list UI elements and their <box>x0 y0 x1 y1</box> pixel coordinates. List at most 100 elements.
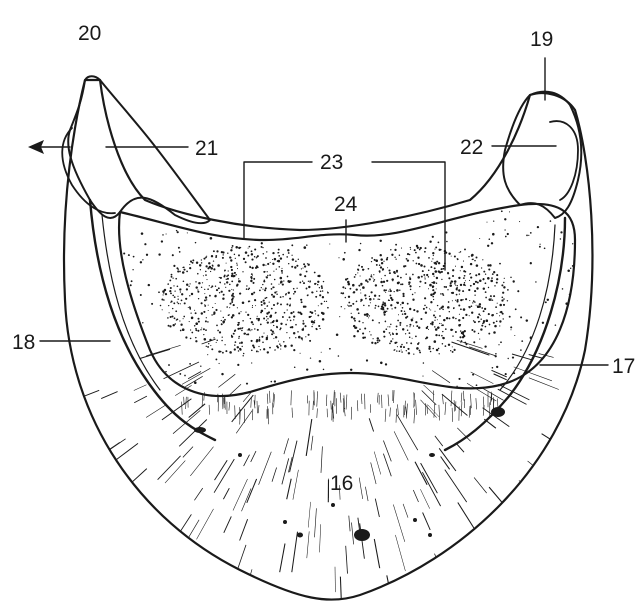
stipple-dot <box>378 322 380 324</box>
stipple-dot <box>379 270 381 272</box>
stipple-dot <box>439 315 441 317</box>
stipple-dot <box>422 270 424 272</box>
stipple-dot <box>215 358 217 360</box>
hatch-stroke <box>528 461 558 486</box>
hatch-stroke <box>189 404 205 418</box>
stipple-dot <box>313 220 315 222</box>
stipple-dot <box>405 273 407 275</box>
stipple-dot <box>409 324 411 326</box>
stipple-dot <box>383 331 384 332</box>
stipple-dot <box>262 284 263 285</box>
stipple-dot <box>390 324 391 325</box>
stipple-dot <box>184 302 186 304</box>
hatch-stroke <box>346 546 348 574</box>
stipple-dot <box>175 310 177 312</box>
stipple-dot <box>245 251 248 254</box>
stipple-dot <box>267 263 269 265</box>
stipple-dot <box>304 246 307 249</box>
hatch-stroke <box>238 545 246 569</box>
stipple-dot <box>550 220 552 222</box>
stipple-dot <box>168 364 170 366</box>
stipple-dot <box>267 305 269 307</box>
stipple-dot <box>208 305 209 306</box>
stipple-dot <box>477 316 479 318</box>
stipple-dot <box>345 297 347 299</box>
stipple-dot <box>374 342 376 344</box>
stipple-dot <box>384 304 386 306</box>
stipple-dot <box>432 348 434 350</box>
stipple-dot <box>131 280 133 282</box>
stipple-dot <box>499 315 500 316</box>
stipple-dot <box>378 306 380 308</box>
stipple-dot <box>341 306 342 307</box>
stipple-dot <box>441 335 443 337</box>
stipple-dot <box>276 291 277 292</box>
stipple-dot <box>402 313 404 315</box>
stipple-dot <box>439 249 441 251</box>
rim-stroke <box>182 402 183 415</box>
stipple-dot <box>456 300 458 302</box>
stipple-dot <box>205 296 207 298</box>
stipple-dot <box>289 337 290 338</box>
stipple-dot <box>454 255 456 257</box>
stipple-dot <box>499 304 502 307</box>
stipple-dot <box>436 283 437 284</box>
stipple-dot <box>390 304 392 306</box>
stipple-dot <box>161 240 163 242</box>
hatch-stroke <box>494 374 507 380</box>
rim-stroke <box>451 391 452 407</box>
stipple-dot <box>236 263 237 264</box>
stipple-dot <box>162 309 163 310</box>
stipple-dot <box>235 258 236 259</box>
hatch-stroke <box>445 470 467 503</box>
rim-stroke <box>490 396 491 405</box>
stipple-dot <box>519 221 520 222</box>
stipple-dot <box>238 337 239 338</box>
stipple-dot <box>253 222 254 223</box>
stipple-dot <box>388 291 389 292</box>
stipple-dot <box>285 294 287 296</box>
stipple-dot <box>440 307 442 309</box>
hatch-stroke <box>469 347 496 356</box>
stipple-dot <box>180 324 182 326</box>
stipple-dot <box>304 306 306 308</box>
stipple-dot <box>224 319 226 321</box>
stipple-dot <box>521 340 523 342</box>
stipple-dot <box>471 329 473 331</box>
hatch-stroke <box>146 405 166 418</box>
stipple-dot <box>379 295 381 297</box>
stipple-dot <box>539 244 540 245</box>
stipple-dot <box>216 339 218 341</box>
stipple-dot <box>353 317 355 319</box>
stipple-dot <box>448 253 450 255</box>
stipple-dot <box>369 298 372 301</box>
stipple-dot <box>256 340 258 342</box>
stipple-dot <box>258 319 260 321</box>
stipple-dot <box>196 286 198 288</box>
stipple-dot <box>210 345 211 346</box>
stipple-dot <box>472 374 474 376</box>
stipple-dot <box>389 272 391 274</box>
stipple-dot <box>413 353 414 354</box>
stipple-dot <box>249 246 251 248</box>
stipple-dot <box>473 320 475 322</box>
stipple-dot <box>228 270 229 271</box>
stipple-dot <box>322 296 324 298</box>
stipple-dot <box>433 314 435 316</box>
stipple-dot <box>445 345 447 347</box>
stipple-dot <box>434 267 436 269</box>
stipple-dot <box>534 384 536 386</box>
stipple-dot <box>530 232 532 234</box>
stipple-dot <box>485 326 487 328</box>
stipple-dot <box>267 275 268 276</box>
stipple-dot <box>248 248 249 249</box>
stipple-dot <box>303 320 305 322</box>
stipple-dot <box>182 271 185 274</box>
stipple-dot <box>243 333 245 335</box>
right-horn <box>503 92 581 218</box>
stipple-dot <box>226 279 227 280</box>
stipple-dot <box>499 312 500 313</box>
stipple-dot <box>180 289 181 290</box>
stipple-dot <box>324 392 325 393</box>
stipple-dot <box>179 251 181 253</box>
